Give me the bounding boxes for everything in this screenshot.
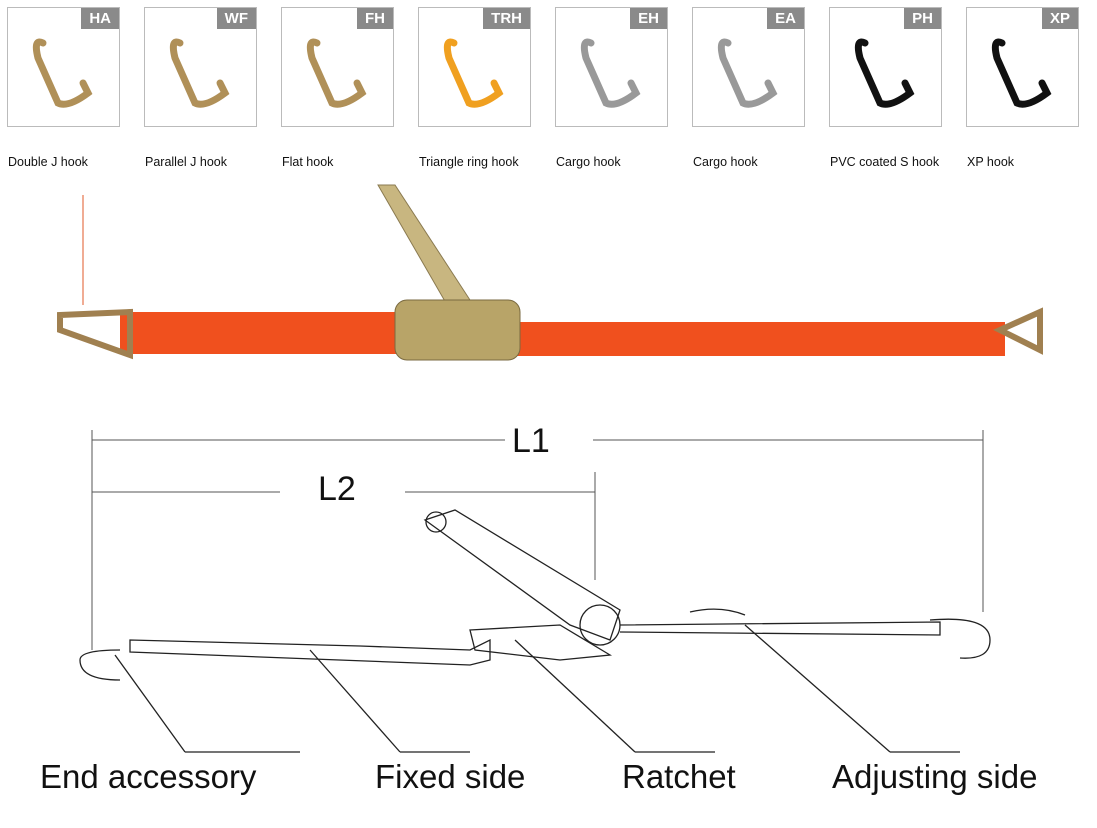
hook-code: WF: [216, 8, 256, 29]
hook-label: Cargo hook: [693, 155, 758, 169]
hook-icon: [854, 38, 915, 108]
hook-code: FH: [357, 8, 393, 29]
hook-code: TRH: [483, 8, 530, 29]
ratchet-label: Ratchet: [622, 758, 736, 795]
hook-image-fh: FH: [281, 7, 394, 127]
hook-image-eh: EH: [555, 7, 668, 127]
hook-code: EA: [767, 8, 804, 29]
adjusting-side-label: Adjusting side: [832, 758, 1038, 795]
hook-icon: [991, 38, 1052, 108]
hook-code: XP: [1041, 8, 1078, 29]
l2-label: L2: [318, 470, 356, 508]
hook-code: EH: [630, 8, 667, 29]
hook-icon: [443, 38, 504, 108]
l1-label: L1: [512, 422, 550, 460]
hook-icon: [32, 38, 93, 108]
hook-icon: [169, 38, 230, 108]
hook-image-ph: PH: [829, 7, 942, 127]
hook-label: Cargo hook: [556, 155, 621, 169]
hook-label: Double J hook: [8, 155, 88, 169]
hook-code: PH: [904, 8, 941, 29]
hook-label: Flat hook: [282, 155, 334, 169]
hook-label: XP hook: [967, 155, 1015, 169]
end-accessory-label: End accessory: [40, 758, 257, 795]
hook-icon: [306, 38, 367, 108]
hook-image-ha: HA: [7, 7, 120, 127]
strap-photo: [57, 184, 1043, 361]
hook-icon: [717, 38, 778, 108]
hook-icon: [580, 38, 641, 108]
hook-code: HA: [81, 8, 119, 29]
hook-label: PVC coated S hook: [830, 155, 940, 169]
hook-label: Parallel J hook: [145, 155, 227, 169]
hook-image-trh: TRH: [418, 7, 531, 127]
dimension-lines: [91, 430, 984, 650]
hook-image-wf: WF: [144, 7, 257, 127]
hook-image-xp: XP: [966, 7, 1079, 127]
fixed-side-label: Fixed side: [375, 758, 526, 795]
hook-image-ea: EA: [692, 7, 805, 127]
strap-line-drawing: [79, 509, 991, 753]
hook-label: Triangle ring hook: [419, 155, 519, 169]
